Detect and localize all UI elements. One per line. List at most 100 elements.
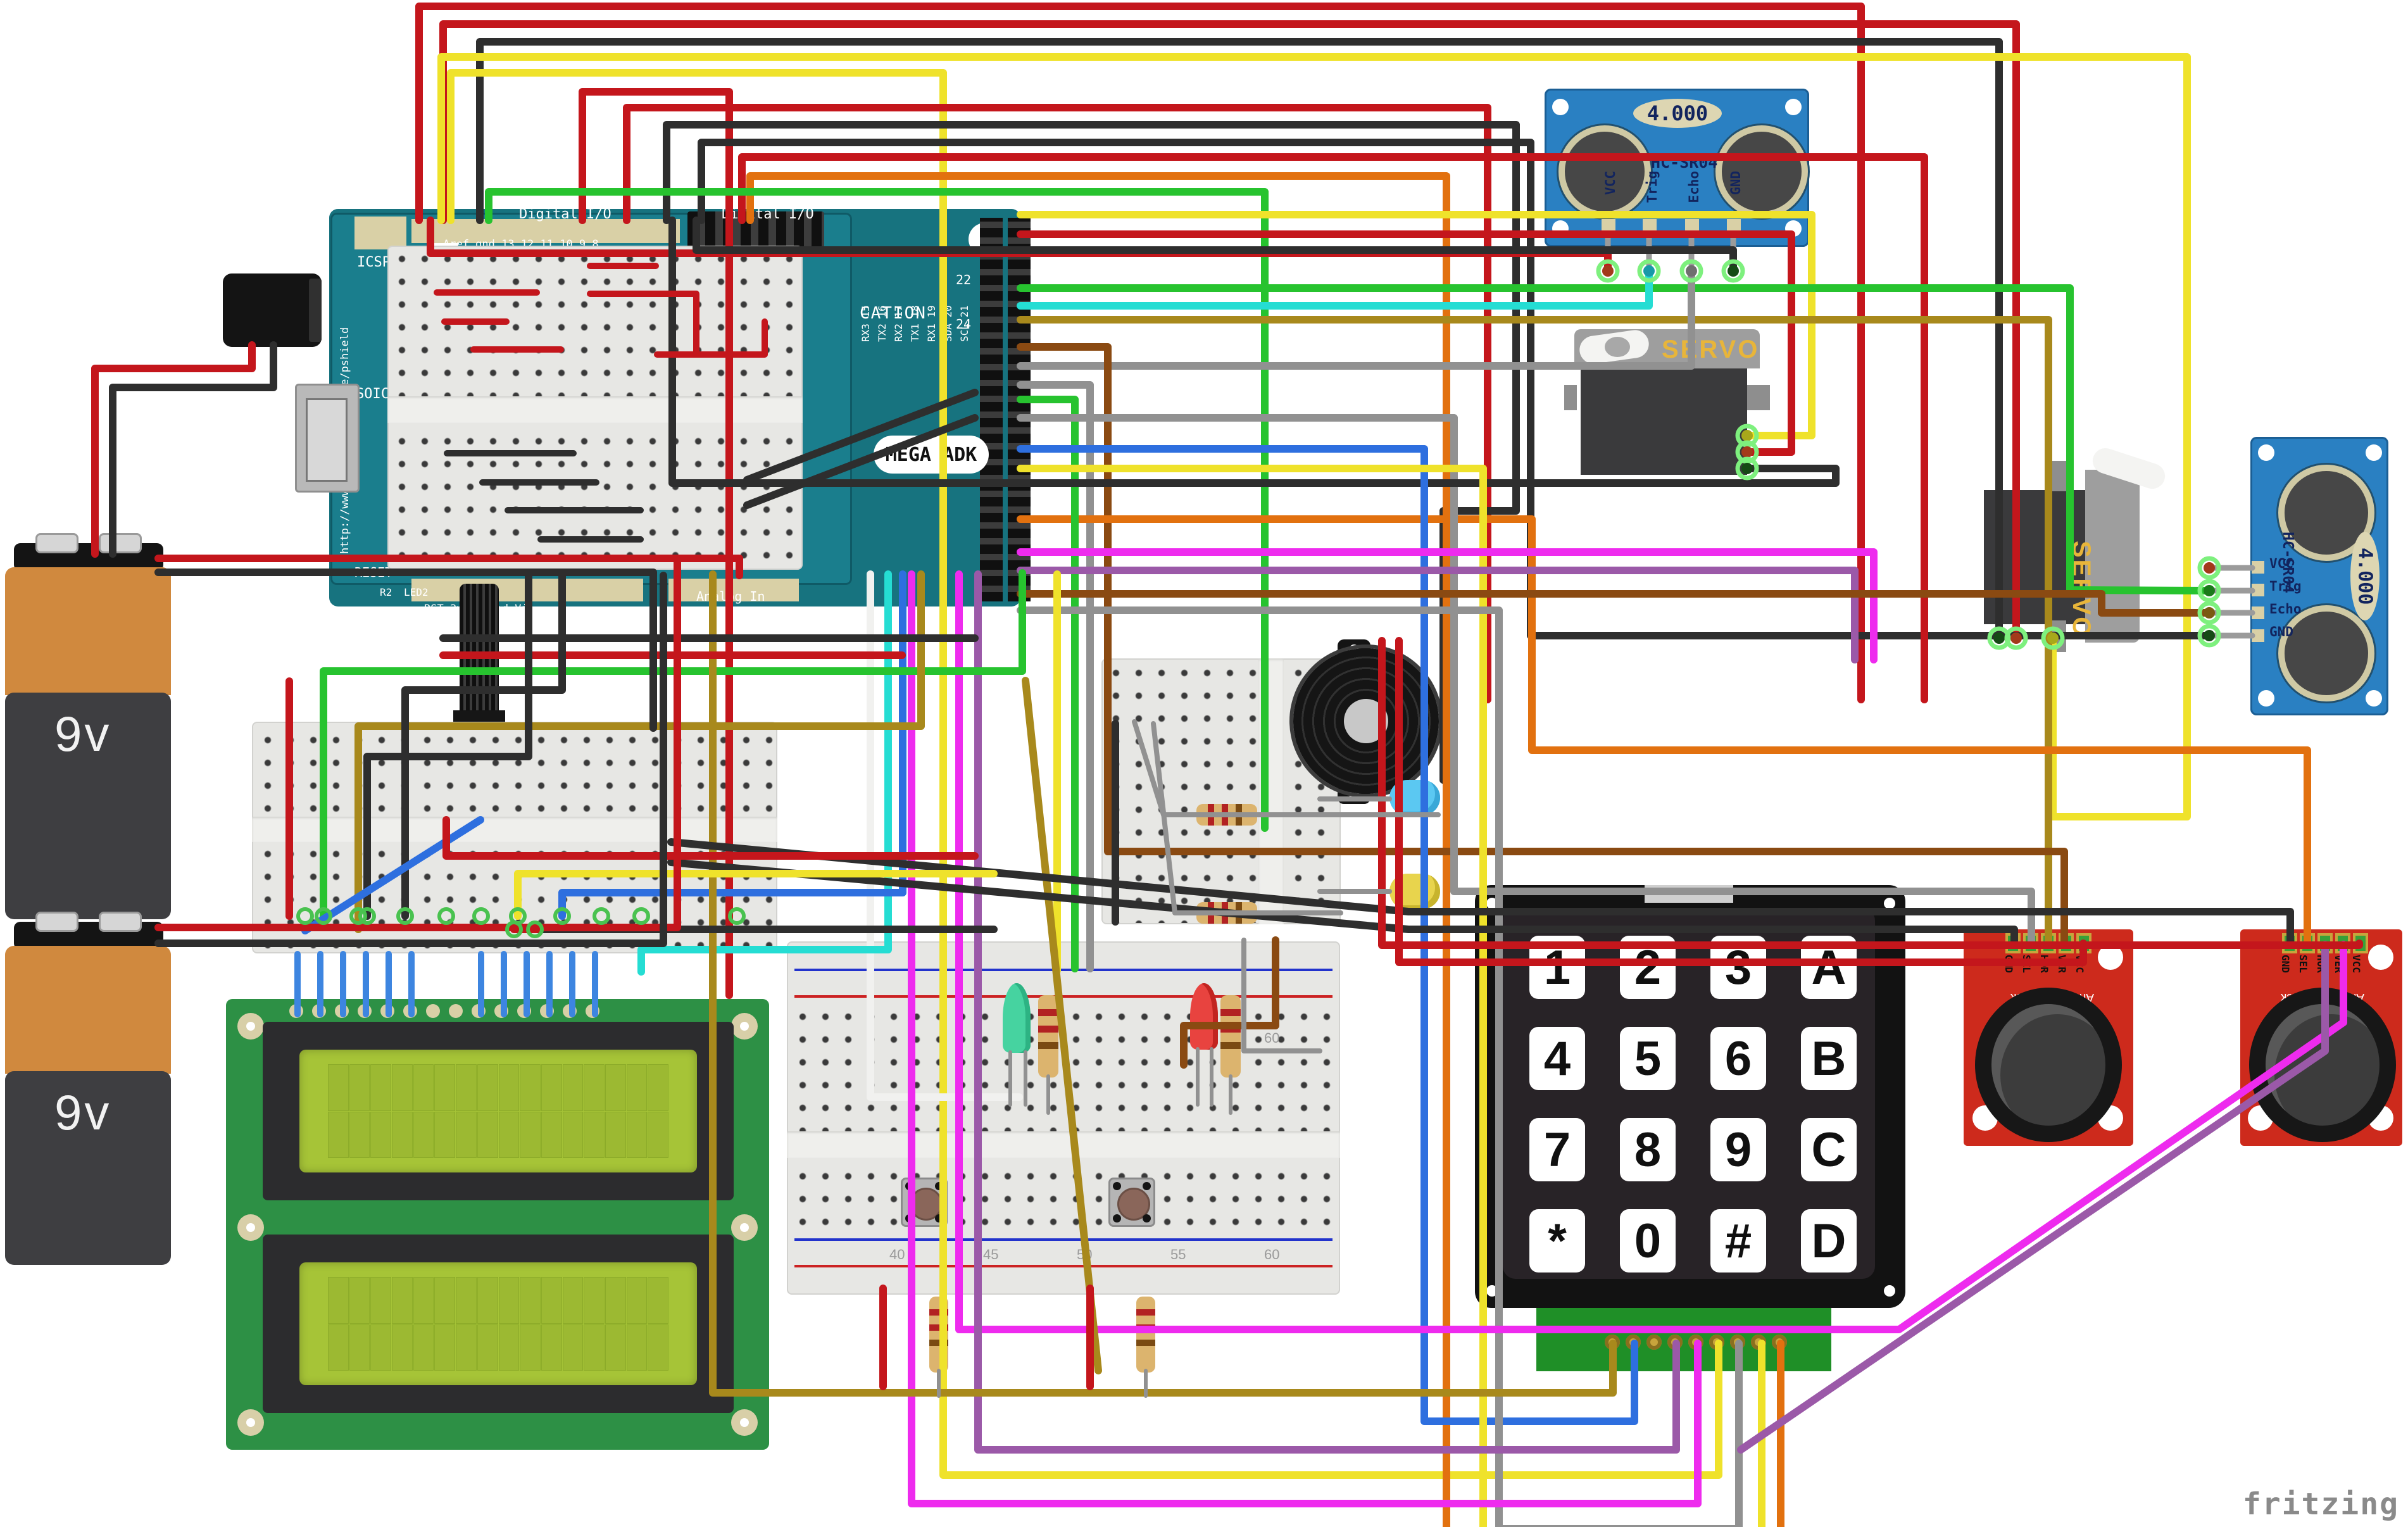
wire (1132, 719, 1441, 817)
lcd-char-cell (626, 1064, 648, 1111)
shield-breadboard (387, 246, 803, 570)
lcd2-char-grid (328, 1277, 668, 1371)
connection-glow (1596, 259, 1620, 283)
lcd-char-cell (584, 1277, 605, 1324)
keypad-key-C: C (1801, 1118, 1857, 1181)
lcd-char-cell (328, 1064, 349, 1111)
sensor-pad (2252, 629, 2264, 642)
servo-body (1581, 368, 1747, 475)
mount-hole (2368, 945, 2393, 970)
battery-band (5, 567, 171, 695)
sensor-pad (2252, 584, 2264, 596)
connection-glow (2197, 624, 2221, 648)
lcd-char-cell (370, 1277, 392, 1324)
resistor (1038, 995, 1058, 1078)
dc-barrel-jack (223, 273, 322, 347)
joystick-pin-label-VCC: VCC (2350, 955, 2362, 973)
lcd-char-cell (498, 1324, 520, 1371)
label-caution: CATION (860, 304, 927, 323)
wire (1017, 590, 2213, 617)
wire (363, 570, 532, 920)
breadboard-trench (387, 396, 803, 423)
icsp-header (354, 217, 406, 249)
label-pin24: 24 (956, 317, 972, 332)
lcd-pad (449, 1004, 463, 1018)
wire (558, 570, 906, 920)
keypad-connector-pad (1646, 1335, 1662, 1350)
lcd-char-cell (605, 1111, 626, 1158)
buzzer (1293, 639, 1439, 804)
battery-9v-1: 9v (5, 532, 171, 919)
lcd-char-cell (349, 1064, 370, 1111)
connection-glow (2197, 556, 2221, 580)
keypad-key-4: 4 (1529, 1027, 1585, 1090)
wire (447, 69, 1722, 1479)
servo-1: SERVO (1564, 328, 1770, 475)
wire (1017, 548, 1878, 663)
label-r2: R2 (380, 586, 392, 598)
wire (476, 38, 2003, 642)
mount-hole (2258, 444, 2274, 461)
wire (1017, 515, 2311, 948)
connection-glow (2004, 626, 2028, 650)
lcd-char-cell (434, 1324, 456, 1371)
battery-terminal (99, 533, 142, 553)
connection-dot (1741, 430, 1753, 441)
wire (623, 104, 1491, 703)
servo-tab (1564, 385, 1577, 410)
battery-band (5, 946, 171, 1074)
sensor-pad (2252, 561, 2264, 574)
mount-hole (237, 1214, 264, 1241)
servo-label: SERVO (1662, 336, 1760, 363)
connection-dot (2204, 630, 2215, 641)
sensor-pin-label-Echo: Echo (2269, 601, 2302, 617)
breadboard-number: 60 (1264, 1247, 1280, 1262)
wire (415, 3, 1865, 703)
mount-hole (2366, 690, 2382, 707)
usb-connector (295, 384, 360, 493)
lcd-char-cell (562, 1111, 584, 1158)
mount-hole (2366, 444, 2382, 461)
servo-horn-hub (1605, 337, 1630, 357)
lcd-char-cell (349, 1111, 370, 1158)
lcd-char-cell (370, 1324, 392, 1371)
pin-header-analog (668, 579, 799, 601)
adk-usb-header (687, 211, 824, 248)
connection-glow (1735, 424, 1759, 448)
lcd-char-cell (392, 1064, 413, 1111)
connection-dot (2204, 585, 2215, 596)
label-soic: SOIC (356, 386, 389, 402)
wire (1017, 316, 2052, 948)
battery-9v-2: 9v (5, 910, 171, 1265)
lcd-char-cell (328, 1111, 349, 1158)
lcd-char-cell (392, 1277, 413, 1324)
usb-slot (306, 398, 348, 482)
connection-glow (1721, 259, 1745, 283)
wire (1022, 677, 1102, 1374)
lcd-char-cell (456, 1277, 477, 1324)
keypad-key-8: 8 (1620, 1118, 1676, 1181)
wire (1017, 396, 1079, 972)
connection-dot (2047, 632, 2059, 644)
wire (867, 570, 1023, 1101)
wire (154, 572, 667, 947)
lcd-char-cell (520, 1277, 541, 1324)
wire (1737, 941, 2329, 1454)
mega-right-header (1008, 218, 1031, 601)
wire (955, 570, 2347, 1333)
lcd-char-cell (413, 1324, 434, 1371)
wire (354, 570, 925, 933)
sensor-pin-label-GND: GND (2269, 624, 2293, 639)
left-breadboard (252, 722, 777, 953)
keypad-key-B: B (1801, 1027, 1857, 1090)
lcd-char-cell (370, 1111, 392, 1158)
lcd-char-cell (520, 1111, 541, 1158)
wire (1017, 445, 1638, 1425)
wire (1017, 211, 1815, 439)
battery-terminal (99, 912, 142, 932)
keypad-hole (1486, 898, 1498, 909)
connection-glow (2197, 579, 2221, 603)
crystal-label: 4.000 (1633, 99, 1722, 128)
green-hole-ring (296, 907, 314, 925)
